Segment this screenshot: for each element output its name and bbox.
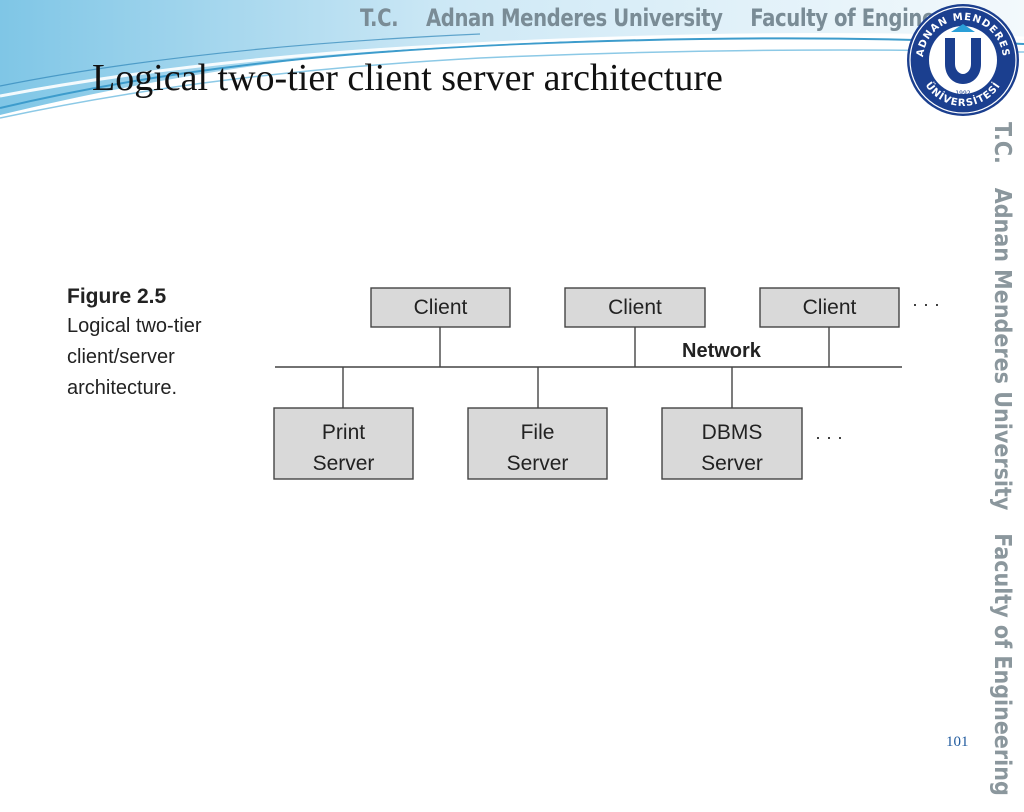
network-label: Network [682, 340, 762, 362]
client-node: Client [759, 287, 900, 328]
page-number: 101 [946, 734, 969, 750]
server-box [467, 407, 608, 480]
client-label: Client [803, 296, 857, 319]
server-box [661, 407, 803, 480]
client-node: Client [370, 287, 511, 328]
server-label-line: File [521, 421, 555, 444]
header-wave-decoration [0, 0, 1024, 119]
client-box [370, 287, 511, 328]
caption-line: architecture. [67, 377, 178, 399]
figure-caption-text: Logical two-tier client/server architect… [67, 311, 202, 404]
figure-caption: Figure 2.5 Logical two-tier client/serve… [67, 283, 202, 404]
server-label-line: DBMS [702, 421, 763, 444]
side-institution-banner: T.C. Adnan Menderes University Faculty o… [989, 122, 1015, 812]
client-label: Client [414, 296, 468, 319]
server-node: DBMS Server [661, 407, 803, 480]
caption-line: client/server [67, 346, 175, 368]
university-logo: ADNAN MENDERES ÜNİVERSİTESİ 1992 [907, 4, 1019, 116]
client-label: Client [608, 296, 662, 319]
svg-text:1992: 1992 [955, 90, 970, 97]
server-node: File Server [467, 407, 608, 480]
server-ellipsis: · · · [815, 427, 843, 447]
side-university-text: Adnan Menderes University [989, 187, 1015, 511]
caption-line: Logical two-tier [67, 315, 202, 337]
client-ellipsis: · · · [912, 294, 940, 314]
server-label-line: Server [507, 452, 569, 475]
server-label-line: Print [322, 421, 365, 444]
client-box [564, 287, 706, 328]
server-label-line: Server [313, 452, 375, 475]
header-tc-text: T.C. [360, 4, 399, 32]
server-label-line: Server [701, 452, 763, 475]
figure-number: Figure 2.5 [67, 285, 167, 308]
server-box [273, 407, 414, 480]
server-node: Print Server [273, 407, 414, 480]
slide-title: Logical two-tier client server architect… [92, 57, 723, 99]
side-faculty-text: Faculty of Engineering [989, 533, 1015, 796]
architecture-diagram: Network Client Client Client · · · Print… [273, 287, 940, 480]
client-node: Client [564, 287, 706, 328]
client-box [759, 287, 900, 328]
header-university-text: Adnan Menderes University [425, 4, 723, 32]
side-tc-text: T.C. [989, 122, 1015, 164]
